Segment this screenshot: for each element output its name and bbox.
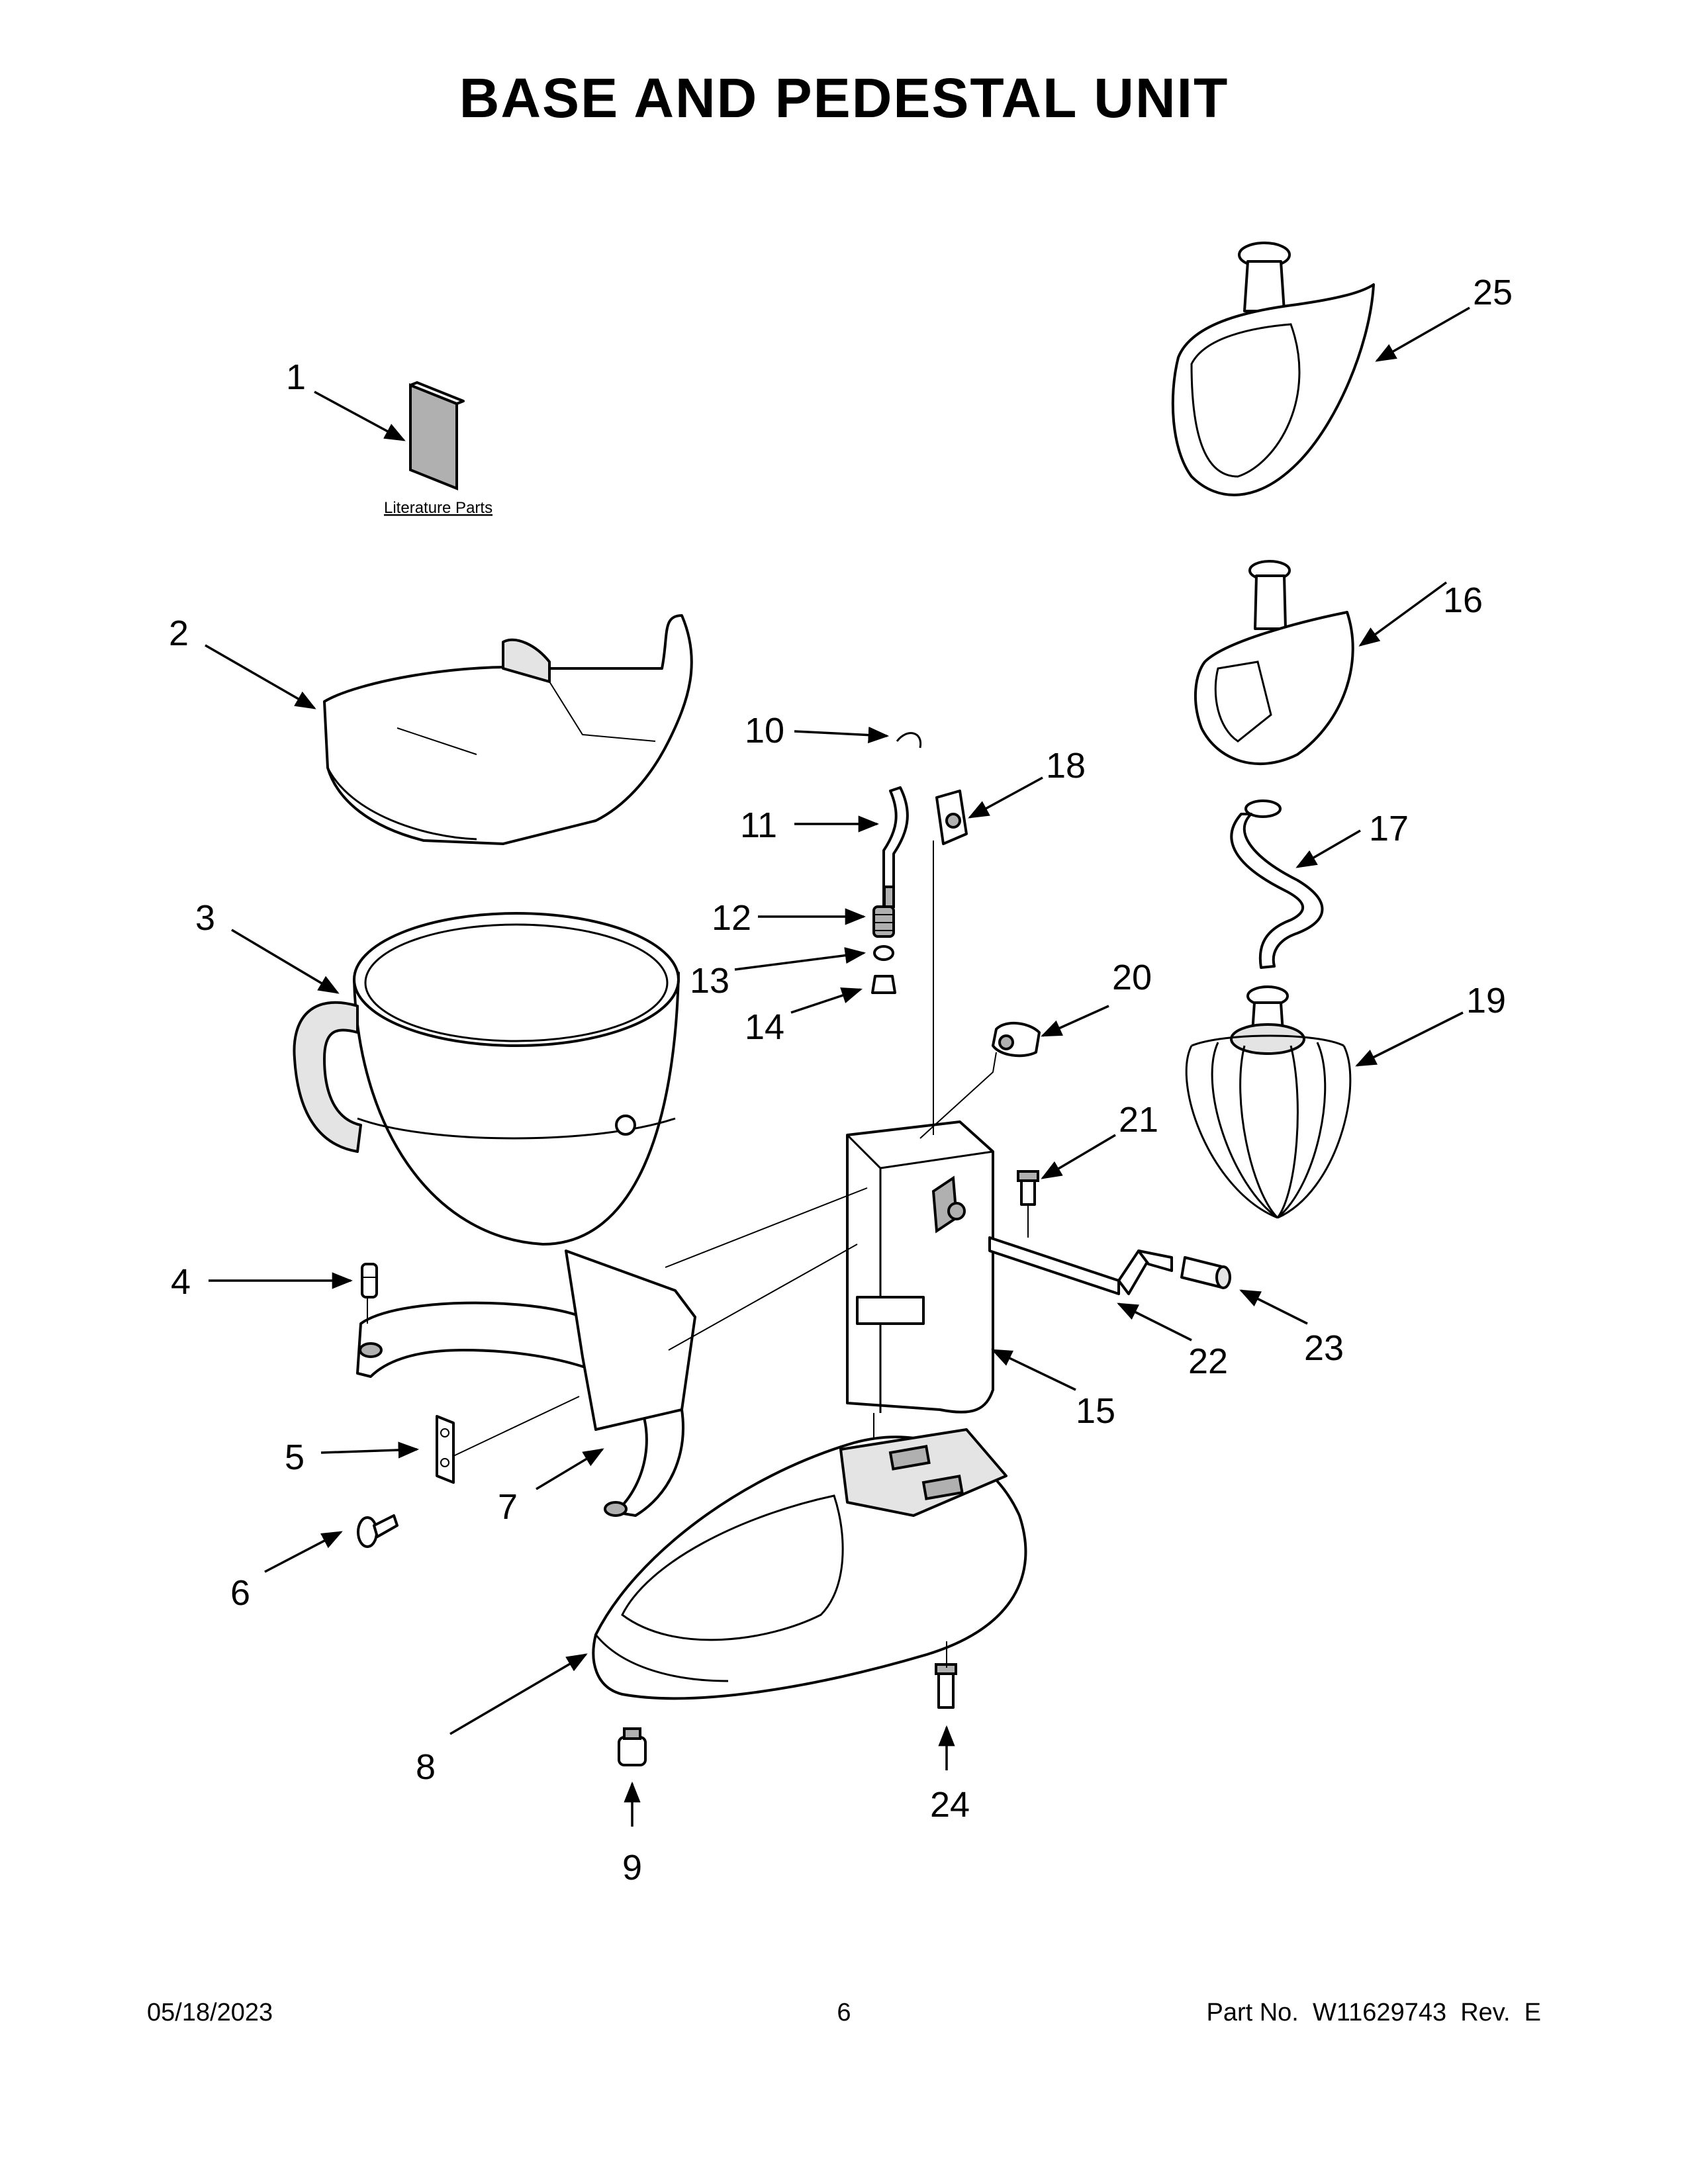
callout-9: 9 [622,1848,642,1888]
part-18-bracket [935,790,968,845]
part-11-rod [882,786,909,908]
part-16-flat-beater [1194,560,1354,765]
part-8-base [592,1428,1027,1700]
callout-3: 3 [195,898,215,938]
callout-19: 19 [1466,981,1506,1021]
callout-22: 22 [1188,1342,1228,1381]
callout-5: 5 [285,1437,305,1477]
part-17-dough-hook [1230,799,1324,969]
callout-arrows [205,306,1470,1827]
footer-date: 05/18/2023 [147,1999,273,2026]
callout-15: 15 [1076,1391,1115,1431]
assembly-guide-lines [367,841,1029,1668]
part-21-screw [1017,1170,1039,1206]
callout-8: 8 [416,1747,436,1787]
part-6-screw [357,1514,399,1548]
callout-6: 6 [230,1573,250,1613]
callout-numbers: 1 2 3 4 5 6 7 8 9 10 11 12 13 14 15 16 1… [169,273,1513,1888]
callout-24: 24 [930,1785,970,1825]
part-7-bowl-support [356,1250,696,1517]
callout-4: 4 [171,1262,191,1302]
callout-18: 18 [1046,746,1086,786]
callout-20: 20 [1112,958,1152,997]
part-23-knob [1180,1256,1231,1289]
part-1-literature: Literature Parts [384,381,492,517]
part-9-foot [618,1727,647,1766]
callout-11: 11 [740,805,777,845]
callout-23: 23 [1304,1328,1344,1368]
part-12-spring [872,905,895,938]
literature-parts-label: Literature Parts [384,499,492,517]
callout-25: 25 [1473,273,1513,312]
part-13-washer [873,945,894,961]
callout-16: 16 [1443,580,1483,620]
part-2-pouring-shield [323,614,693,845]
part-4-pin [361,1263,378,1298]
part-5-plate [436,1415,455,1484]
part-15-pedestal [846,1120,994,1414]
part-10-clip [896,732,922,749]
callout-12: 12 [712,898,751,938]
part-14-nut [871,975,896,994]
callout-2: 2 [169,614,189,653]
part-3-bowl [293,912,680,1246]
callout-7: 7 [498,1487,518,1527]
part-22-crank [988,1236,1173,1295]
callout-13: 13 [690,961,729,1001]
callout-1: 1 [286,357,306,397]
part-25-flex-beater [1171,242,1375,496]
footer-page-number: 6 [837,1999,851,2026]
callout-21: 21 [1119,1100,1158,1140]
part-20-latch [992,1021,1041,1058]
part-19-wire-whip [1185,985,1352,1219]
callout-10: 10 [745,711,784,751]
footer-part-number: Part No. W11629743 Rev. E [1206,1999,1541,2026]
callout-14: 14 [745,1007,784,1047]
part-24-screw [935,1663,957,1709]
page-title: BASE AND PEDESTAL UNIT [459,67,1229,129]
callout-17: 17 [1369,809,1409,848]
